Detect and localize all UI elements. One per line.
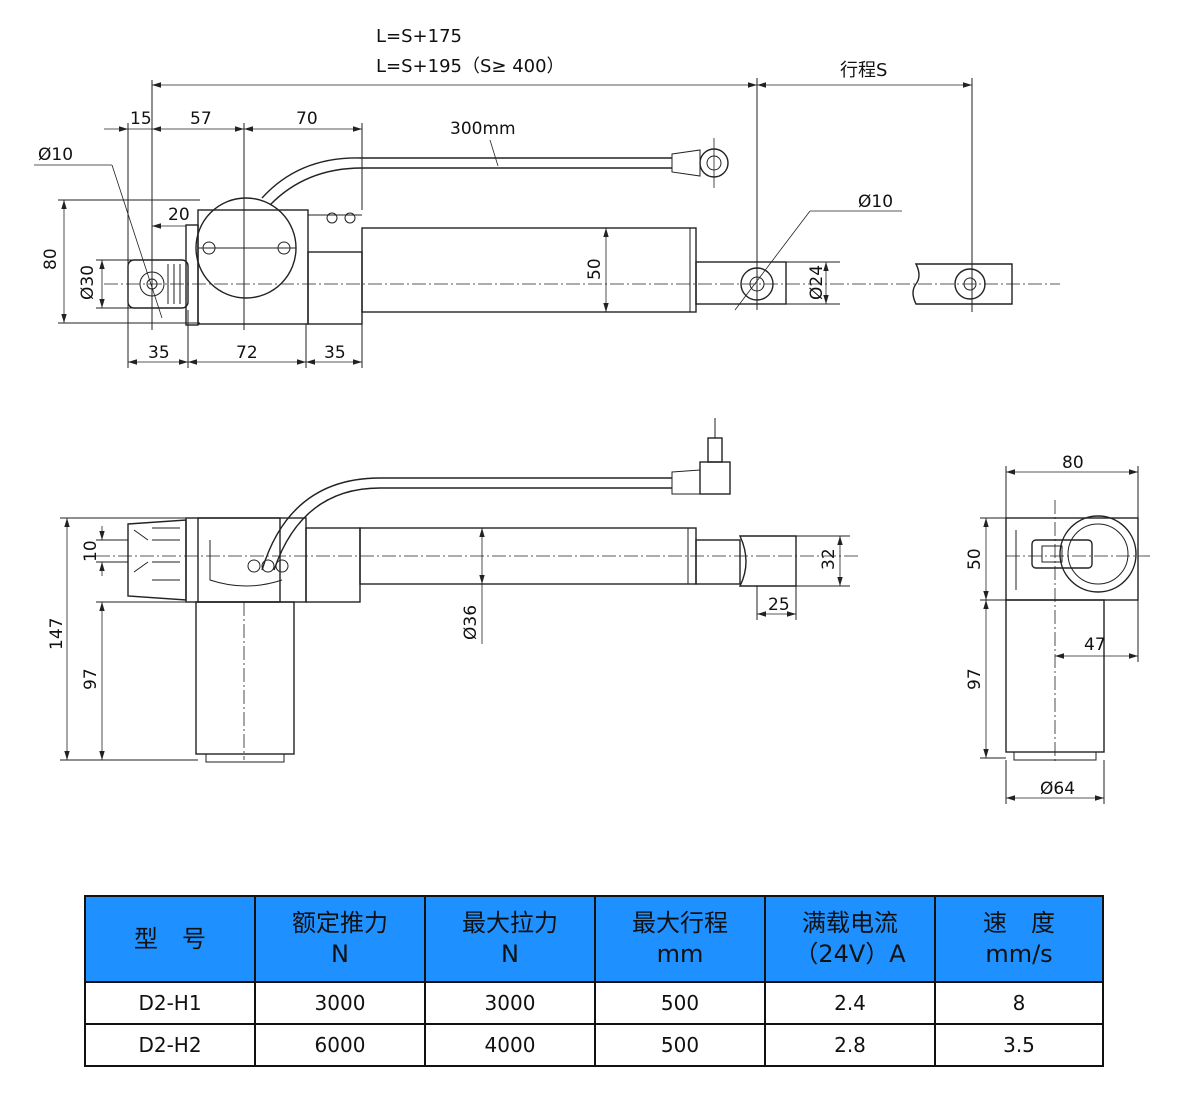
dim-20: 20 — [168, 205, 190, 225]
table-row: D2-H1 3000 3000 500 2.4 8 — [84, 981, 1104, 1025]
dim-dia24: Ø24 — [807, 265, 827, 300]
table-row: D2-H2 6000 4000 500 2.8 3.5 — [84, 1023, 1104, 1067]
dim-dia10-left: Ø10 — [38, 145, 73, 165]
table-cell: 2.8 — [764, 1023, 936, 1067]
top-view: L=S+175 L=S+195（S≥ 400） 行程S 15 57 70 Ø10… — [34, 26, 1060, 368]
side-dim-47: 47 — [1084, 635, 1106, 655]
dim-dia10-right: Ø10 — [858, 192, 893, 212]
table-cell: 3000 — [254, 981, 426, 1025]
dim-32: 32 — [819, 548, 839, 570]
dim-70: 70 — [296, 109, 318, 129]
dim-dia30: Ø30 — [78, 265, 98, 300]
side-dim-dia64: Ø64 — [1040, 779, 1075, 799]
cable-length: 300mm — [450, 119, 516, 139]
dim-72: 72 — [236, 343, 258, 363]
table-cell: D2-H1 — [84, 981, 256, 1025]
dim-80-left: 80 — [41, 248, 61, 270]
length-formula-1: L=S+175 — [376, 26, 462, 47]
table-cell: 500 — [594, 1023, 766, 1067]
dim-35-left: 35 — [148, 343, 170, 363]
table-cell: 3000 — [424, 981, 596, 1025]
stroke-label: 行程S — [840, 60, 887, 81]
side-dim-97: 97 — [965, 668, 985, 690]
dim-50-top: 50 — [585, 258, 605, 280]
dim-25: 25 — [768, 595, 790, 615]
side-view: 80 50 97 47 Ø64 — [965, 453, 1150, 804]
dim-10: 10 — [81, 540, 101, 562]
dim-35-right: 35 — [324, 343, 346, 363]
table-cell: 6000 — [254, 1023, 426, 1067]
table-cell: D2-H2 — [84, 1023, 256, 1067]
length-formula-2: L=S+195（S≥ 400） — [376, 56, 565, 77]
dim-dia36: Ø36 — [461, 605, 481, 640]
table-cell: 8 — [934, 981, 1104, 1025]
side-dim-80: 80 — [1062, 453, 1084, 473]
table-cell: 2.4 — [764, 981, 936, 1025]
dim-57: 57 — [190, 109, 212, 129]
table-cell: 4000 — [424, 1023, 596, 1067]
header-model: 型 号 — [84, 895, 256, 983]
dim-97-front: 97 — [81, 668, 101, 690]
table-cell: 500 — [594, 981, 766, 1025]
table-cell: 3.5 — [934, 1023, 1104, 1067]
dim-15: 15 — [130, 109, 152, 129]
front-view: 147 97 10 Ø36 3 — [47, 418, 860, 763]
side-dim-50: 50 — [965, 548, 985, 570]
header-full-load-current: 满载电流（24V）A — [764, 895, 936, 983]
dim-147: 147 — [47, 618, 67, 650]
